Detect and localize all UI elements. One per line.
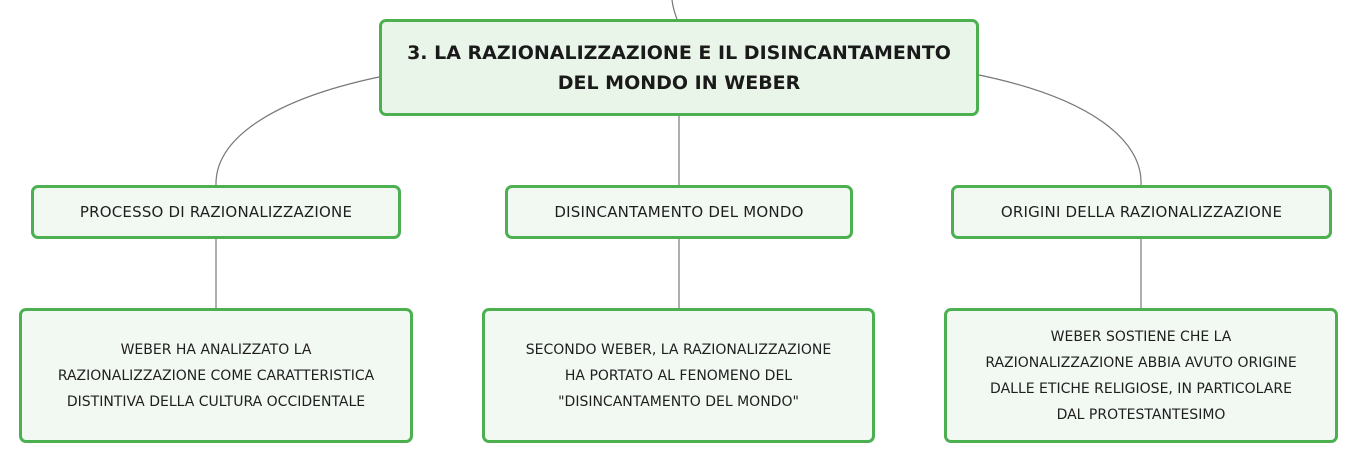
branch-label: ORIGINI DELLA RAZIONALIZZAZIONE (1000, 203, 1283, 221)
branch-node-origini[interactable]: ORIGINI DELLA RAZIONALIZZAZIONE (951, 185, 1332, 239)
connector-root-to-branch-3 (978, 74, 1142, 186)
connector-from-parent (671, 0, 678, 20)
connector-root-to-branch-1 (215, 76, 380, 186)
detail-node-origini[interactable]: WEBER SOSTIENE CHE LA RAZIONALIZZAZIONE … (944, 308, 1338, 443)
root-topic-node[interactable]: 3. LA RAZIONALIZZAZIONE E IL DISINCANTAM… (379, 19, 979, 116)
detail-text: WEBER SOSTIENE CHE LA RAZIONALIZZAZIONE … (985, 328, 1297, 423)
branch-label: DISINCANTAMENTO DEL MONDO (554, 203, 804, 221)
branch-node-disincantamento[interactable]: DISINCANTAMENTO DEL MONDO (505, 185, 853, 239)
detail-node-disincantamento[interactable]: SECONDO WEBER, LA RAZIONALIZZAZIONE HA P… (482, 308, 875, 443)
root-topic-title: 3. LA RAZIONALIZZAZIONE E IL DISINCANTAM… (407, 41, 951, 94)
detail-node-processo[interactable]: WEBER HA ANALIZZATO LA RAZIONALIZZAZIONE… (19, 308, 413, 443)
detail-text: SECONDO WEBER, LA RAZIONALIZZAZIONE HA P… (525, 341, 832, 410)
branch-node-processo[interactable]: PROCESSO DI RAZIONALIZZAZIONE (31, 185, 401, 239)
branch-label: PROCESSO DI RAZIONALIZZAZIONE (79, 203, 353, 221)
detail-text: WEBER HA ANALIZZATO LA RAZIONALIZZAZIONE… (57, 341, 375, 410)
